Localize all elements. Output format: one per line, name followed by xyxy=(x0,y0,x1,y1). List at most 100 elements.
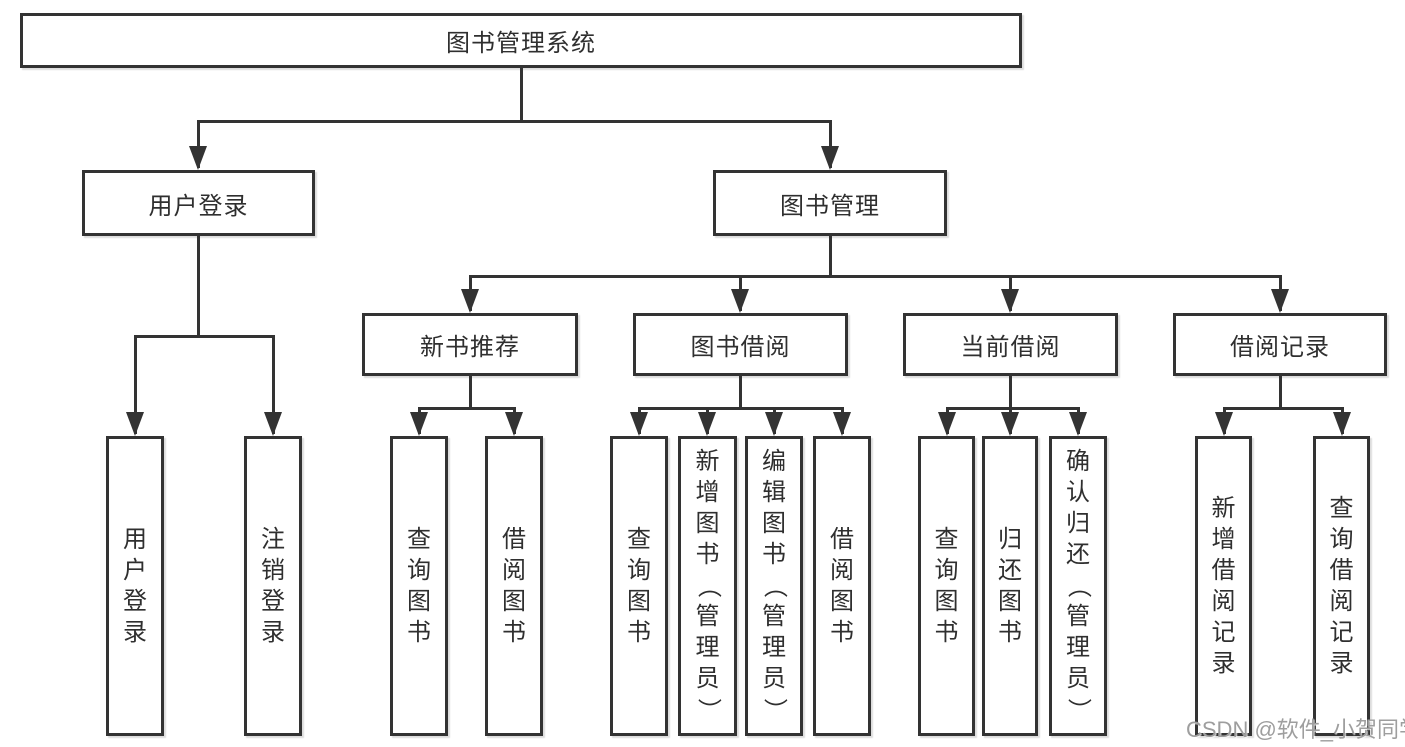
leaf-query-borrow-record: 查询借阅记录 xyxy=(1313,436,1370,736)
arrowhead-down-icon xyxy=(1001,412,1019,436)
vertical-char: 询 xyxy=(407,556,431,584)
vertical-char: 录 xyxy=(1211,649,1236,677)
vertical-char: 查 xyxy=(627,525,651,553)
arrowhead-down-icon xyxy=(410,412,428,436)
arrowhead-down-icon xyxy=(1069,412,1087,436)
vertical-char: 阅 xyxy=(1329,587,1354,615)
leaf-add-book-admin: 新增图书（管理员） xyxy=(678,436,737,736)
vertical-char: 员 xyxy=(1066,665,1090,692)
connector-line xyxy=(1223,407,1344,410)
leaf-return-book-label: 归还图书 xyxy=(985,439,1035,733)
connector-line xyxy=(272,335,275,434)
vertical-char: 图 xyxy=(830,587,854,615)
node-user-login: 用户登录 xyxy=(82,170,315,236)
leaf-query-books-recommend: 查询图书 xyxy=(390,436,448,736)
leaf-query-books-current: 查询图书 xyxy=(918,436,975,736)
arrowhead-down-icon xyxy=(833,412,851,436)
connector-line xyxy=(829,236,832,275)
connector-line xyxy=(739,376,742,407)
leaf-add-book-admin-label: 新增图书（管理员） xyxy=(681,439,734,733)
node-book-management-label: 图书管理 xyxy=(780,192,880,220)
connector-line xyxy=(197,236,200,335)
arrowhead-down-icon xyxy=(1333,412,1351,436)
vertical-char: 借 xyxy=(502,525,526,553)
connector-line xyxy=(946,407,1080,410)
vertical-char: 确 xyxy=(1066,448,1090,475)
vertical-char: 归 xyxy=(998,525,1022,553)
vertical-char: 理 xyxy=(1066,634,1090,661)
arrowhead-down-icon xyxy=(264,412,282,436)
vertical-char: 管 xyxy=(695,603,720,630)
vertical-char: 录 xyxy=(123,618,147,646)
arrowhead-down-icon xyxy=(505,412,523,436)
vertical-char: ） xyxy=(1065,698,1092,722)
vertical-char: （ xyxy=(1065,574,1092,598)
vertical-char: 书 xyxy=(695,541,720,568)
node-root-label: 图书管理系统 xyxy=(446,30,596,57)
vertical-char: 录 xyxy=(1329,649,1354,677)
vertical-char: 员 xyxy=(762,665,786,692)
vertical-char: 记 xyxy=(1211,618,1236,646)
arrowhead-down-icon xyxy=(765,412,783,436)
vertical-char: 员 xyxy=(695,665,720,692)
vertical-char: 图 xyxy=(502,587,526,615)
vertical-char: （ xyxy=(761,574,788,598)
vertical-char: ） xyxy=(694,698,722,722)
vertical-char: 理 xyxy=(762,634,786,661)
leaf-query-books-borrow: 查询图书 xyxy=(610,436,668,736)
node-new-book-recommend-label: 新书推荐 xyxy=(420,334,520,361)
vertical-char: 图 xyxy=(695,510,720,537)
leaf-query-books-recommend-label: 查询图书 xyxy=(393,439,445,733)
node-user-login-label: 用户登录 xyxy=(148,192,249,220)
vertical-char: 图 xyxy=(407,587,431,615)
arrowhead-down-icon xyxy=(461,289,479,313)
vertical-char: 阅 xyxy=(830,556,854,584)
vertical-char: 书 xyxy=(762,541,786,568)
node-borrow-records: 借阅记录 xyxy=(1173,313,1387,376)
arrowhead-down-icon xyxy=(821,146,839,170)
vertical-char: 新 xyxy=(1211,494,1236,522)
leaf-add-borrow-record-label: 新增借阅记录 xyxy=(1198,439,1249,733)
arrowhead-down-icon xyxy=(698,412,716,436)
vertical-char: 户 xyxy=(123,556,147,584)
vertical-char: 还 xyxy=(998,556,1022,584)
vertical-char: 管 xyxy=(762,603,786,630)
vertical-char: 登 xyxy=(123,587,147,615)
vertical-char: 询 xyxy=(934,556,959,584)
vertical-char: 借 xyxy=(830,525,854,553)
vertical-char: 理 xyxy=(695,634,720,661)
leaf-edit-book-admin: 编辑图书（管理员） xyxy=(745,436,803,736)
node-root: 图书管理系统 xyxy=(20,13,1022,68)
connector-line xyxy=(418,407,516,410)
connector-line xyxy=(1009,376,1012,407)
connector-line xyxy=(469,376,472,407)
vertical-char: 阅 xyxy=(502,556,526,584)
vertical-char: 询 xyxy=(627,556,651,584)
arrowhead-down-icon xyxy=(189,146,207,170)
vertical-char: 询 xyxy=(1329,525,1354,553)
leaf-logout: 注销登录 xyxy=(244,436,302,736)
connector-line xyxy=(134,335,137,434)
vertical-char: 查 xyxy=(1329,494,1354,522)
leaf-query-books-borrow-label: 查询图书 xyxy=(613,439,665,733)
leaf-user-login: 用户登录 xyxy=(106,436,164,736)
connector-line xyxy=(197,120,832,123)
node-borrow-records-label: 借阅记录 xyxy=(1230,334,1330,361)
vertical-char: 认 xyxy=(1066,479,1090,506)
vertical-char: 录 xyxy=(261,618,285,646)
node-new-book-recommend: 新书推荐 xyxy=(362,313,578,376)
arrowhead-down-icon xyxy=(126,412,144,436)
leaf-query-borrow-record-label: 查询借阅记录 xyxy=(1316,439,1367,733)
leaf-return-book: 归还图书 xyxy=(982,436,1038,736)
node-current-borrow: 当前借阅 xyxy=(903,313,1118,376)
vertical-char: 图 xyxy=(762,510,786,537)
vertical-char: 登 xyxy=(261,587,285,615)
node-book-borrow-label: 图书借阅 xyxy=(690,334,791,361)
connector-line xyxy=(638,407,844,410)
node-book-borrow: 图书借阅 xyxy=(633,313,848,376)
vertical-char: 借 xyxy=(1211,556,1236,584)
vertical-char: 图 xyxy=(934,587,959,615)
vertical-char: 注 xyxy=(261,525,285,553)
leaf-user-login-label: 用户登录 xyxy=(109,439,161,733)
leaf-add-borrow-record: 新增借阅记录 xyxy=(1195,436,1252,736)
